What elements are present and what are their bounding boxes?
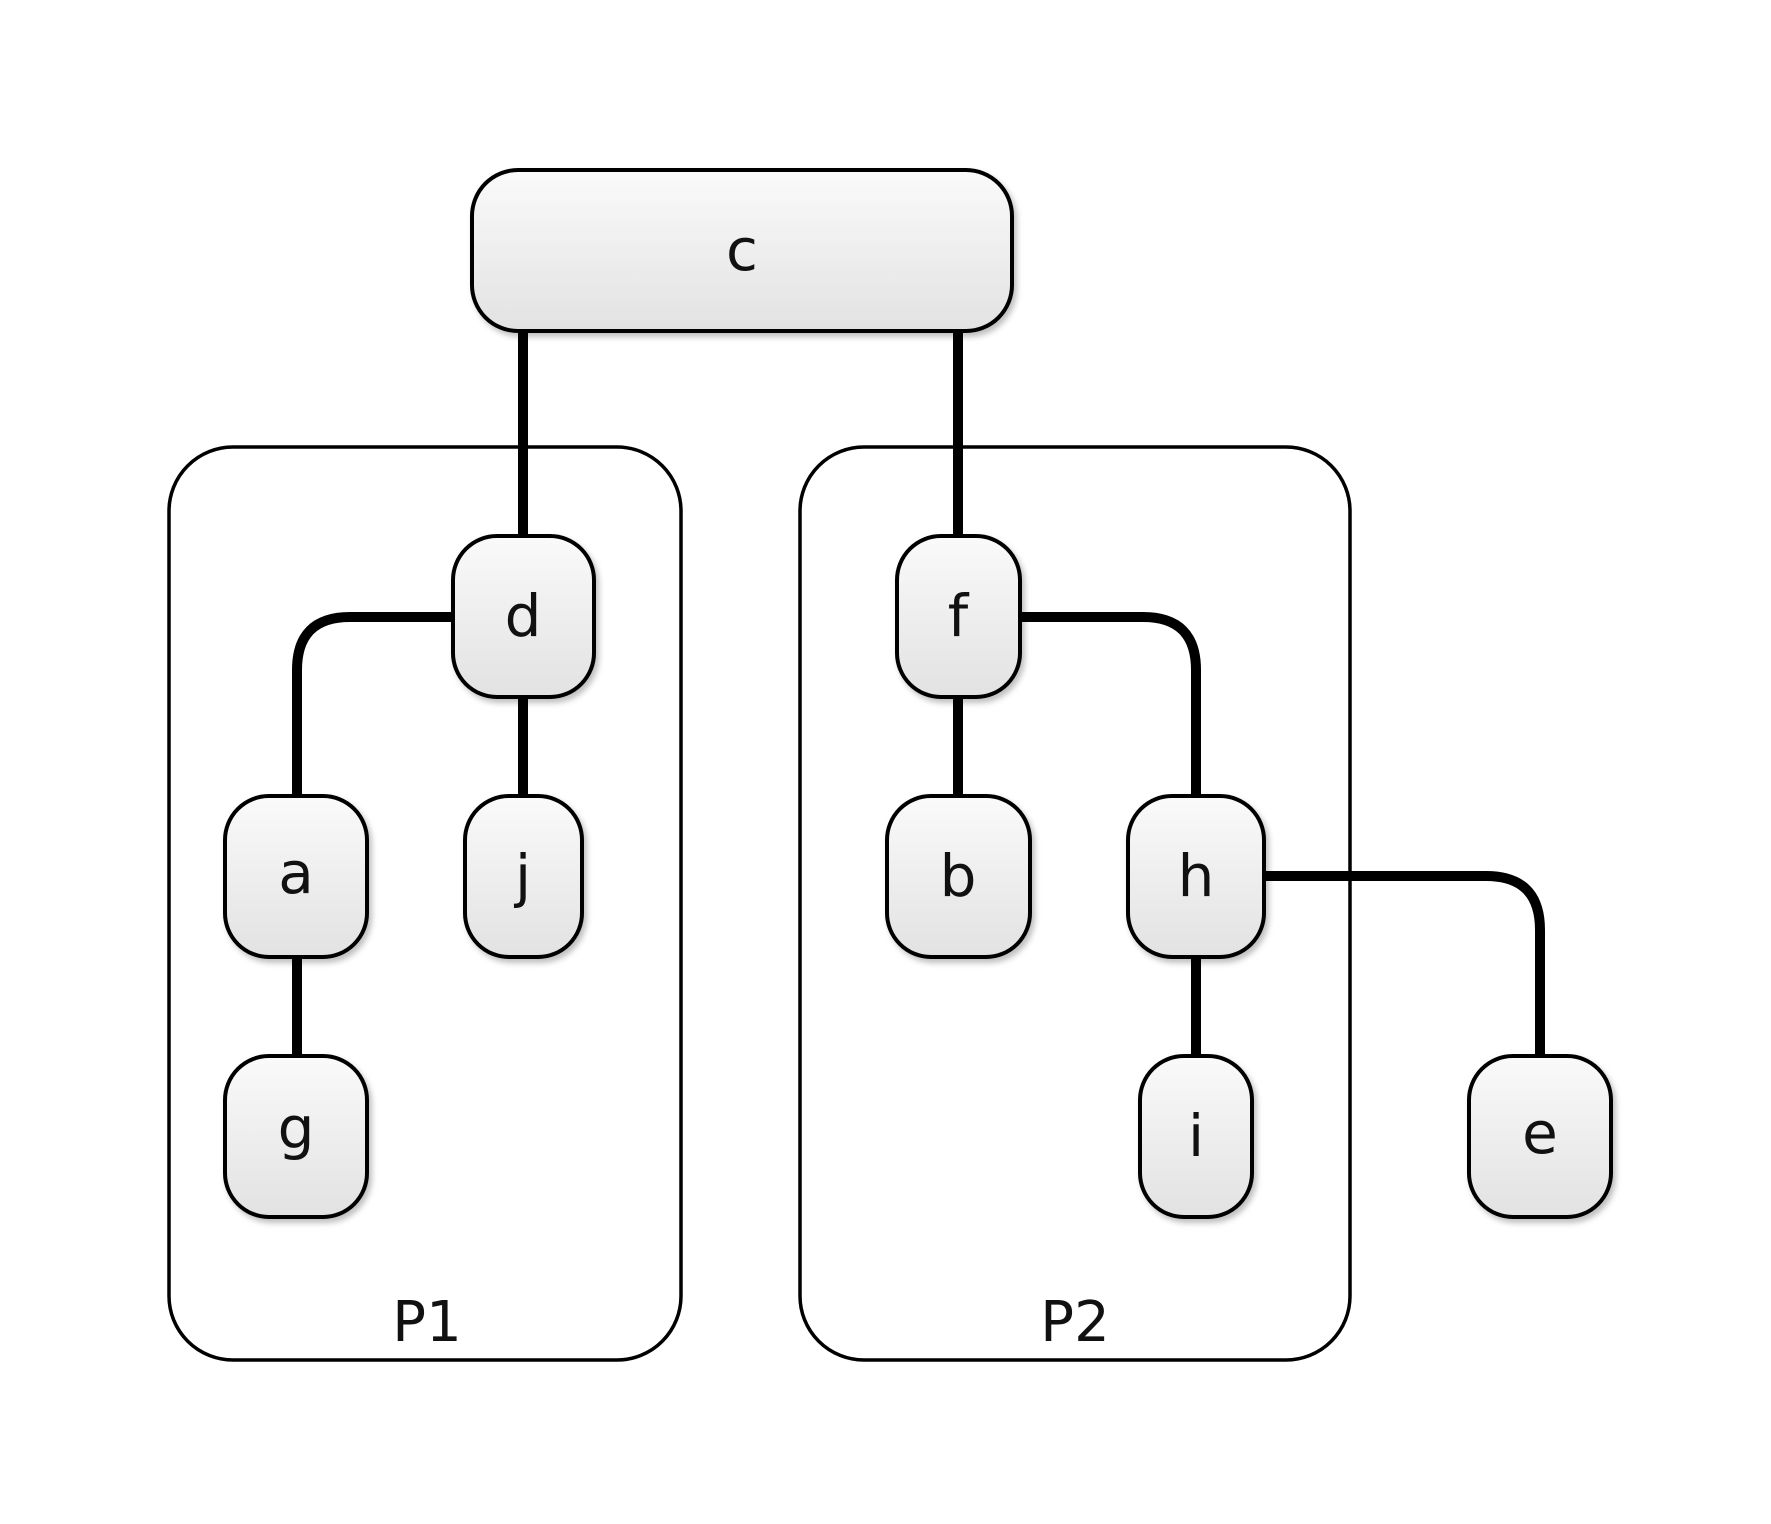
node-d[interactable]: d	[451, 534, 596, 699]
node-d-box[interactable]	[451, 534, 596, 699]
node-i[interactable]: i	[1138, 1054, 1254, 1219]
node-b-label: b	[940, 842, 977, 910]
edge-f-h	[1020, 612, 1201, 795]
node-c-label: c	[726, 216, 758, 284]
node-e-label: e	[1522, 1099, 1558, 1167]
group-p1-box	[167, 445, 683, 1362]
node-h[interactable]: h	[1126, 794, 1266, 959]
node-b[interactable]: b	[885, 794, 1032, 959]
node-e[interactable]: e	[1467, 1054, 1613, 1219]
node-i-label: i	[1188, 1102, 1204, 1170]
node-a-label: a	[278, 839, 314, 907]
node-j-label: j	[513, 842, 531, 910]
node-g-box[interactable]	[223, 1054, 369, 1219]
node-c-box[interactable]	[470, 168, 1014, 333]
group-p2-box	[798, 445, 1352, 1362]
node-a[interactable]: a	[223, 794, 369, 959]
node-j[interactable]: j	[463, 794, 584, 959]
group-p1: P1	[167, 445, 683, 1362]
group-p1-label: P1	[392, 1290, 461, 1355]
edge-d-a	[292, 612, 452, 795]
node-f-box[interactable]	[895, 534, 1022, 699]
node-c[interactable]: c	[470, 168, 1014, 333]
node-a-box[interactable]	[223, 794, 369, 959]
node-b-box[interactable]	[885, 794, 1032, 959]
node-h-box[interactable]	[1126, 794, 1266, 959]
group-p2: P2	[798, 445, 1352, 1362]
node-g-label: g	[278, 1094, 315, 1162]
node-e-box[interactable]	[1467, 1054, 1613, 1219]
edge-h-e	[1264, 871, 1545, 1055]
node-f[interactable]: f	[895, 534, 1022, 699]
node-i-box[interactable]	[1138, 1054, 1254, 1219]
node-d-label: d	[505, 582, 542, 650]
node-h-label: h	[1178, 842, 1215, 910]
node-j-box[interactable]	[463, 794, 584, 959]
group-p2-label: P2	[1040, 1290, 1109, 1355]
edges	[292, 330, 1545, 1055]
node-f-label: f	[948, 582, 970, 650]
node-g[interactable]: g	[223, 1054, 369, 1219]
